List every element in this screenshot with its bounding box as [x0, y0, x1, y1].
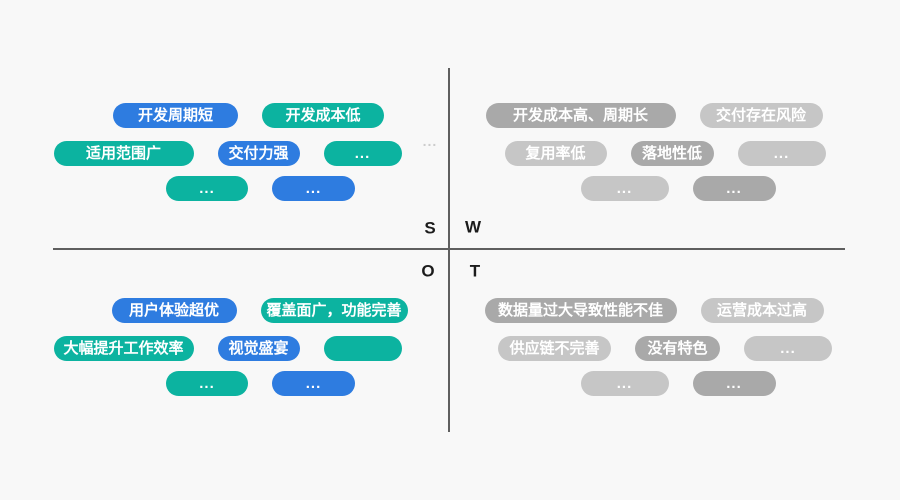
swot-pill: 开发周期短	[113, 103, 238, 128]
swot-pill	[323, 336, 402, 361]
swot-pill: 用户体验超优	[111, 298, 237, 323]
pill-row: 大幅提升工作效率视觉盛宴	[45, 336, 410, 361]
swot-pill: ...	[580, 176, 669, 201]
swot-pill: ...	[272, 176, 355, 201]
pill-row: ......	[78, 176, 443, 201]
swot-pill: 交付存在风险	[699, 103, 823, 128]
swot-pill: ...	[580, 371, 669, 396]
swot-pill: 交付力强	[217, 141, 300, 166]
quadrant-opportunities: 用户体验超优覆盖面广，功能完善大幅提升工作效率视觉盛宴......	[45, 298, 410, 396]
swot-pill: 供应链不完善	[498, 336, 611, 361]
label-opportunities: O	[421, 261, 435, 281]
swot-pill: 复用率低	[504, 141, 607, 166]
swot-pill: ...	[692, 176, 776, 201]
pill-row: 数据量过大导致性能不佳运营成本过高	[474, 298, 834, 323]
swot-pill: 落地性低	[630, 141, 714, 166]
swot-pill: 数据量过大导致性能不佳	[484, 298, 677, 323]
swot-pill: 视觉盛宴	[217, 336, 300, 361]
quadrant-weaknesses: 开发成本高、周期长交付存在风险复用率低落地性低.........	[485, 103, 845, 201]
label-strengths: S	[424, 218, 436, 238]
swot-pill: ...	[744, 336, 832, 361]
label-weaknesses: W	[464, 217, 482, 237]
pill-row: 适用范围广交付力强...	[45, 141, 410, 166]
quadrant-strengths: 开发周期短开发成本低适用范围广交付力强.........	[45, 103, 410, 201]
swot-pill: ...	[737, 141, 826, 166]
pill-row: 开发周期短开发成本低	[66, 103, 431, 128]
pill-row: 供应链不完善没有特色...	[485, 336, 845, 361]
swot-pill: 运营成本过高	[700, 298, 824, 323]
swot-pill: 适用范围广	[53, 141, 194, 166]
swot-pill: 开发成本高、周期长	[485, 103, 676, 128]
swot-pill: ...	[323, 141, 402, 166]
quadrant-threats: 数据量过大导致性能不佳运营成本过高供应链不完善没有特色.........	[484, 298, 845, 396]
swot-pill: 开发成本低	[262, 103, 384, 128]
swot-pill: ...	[272, 371, 355, 396]
pill-row: 开发成本高、周期长交付存在风险	[474, 103, 834, 128]
swot-pill: ...	[692, 371, 776, 396]
pill-row: ......	[498, 176, 858, 201]
pill-row: 用户体验超优覆盖面广，功能完善	[77, 298, 442, 323]
label-threats: T	[469, 261, 481, 281]
swot-pill: 覆盖面广，功能完善	[260, 298, 408, 323]
stray-ellipsis: ...	[422, 133, 438, 149]
pill-row: ......	[498, 371, 858, 396]
pill-row: 复用率低落地性低...	[485, 141, 845, 166]
swot-pill: 没有特色	[635, 336, 720, 361]
swot-pill: ...	[166, 371, 248, 396]
swot-pill: ...	[166, 176, 248, 201]
horizontal-axis-line	[53, 248, 845, 250]
pill-row: ......	[78, 371, 443, 396]
vertical-axis-line	[448, 68, 450, 432]
swot-pill: 大幅提升工作效率	[53, 336, 194, 361]
